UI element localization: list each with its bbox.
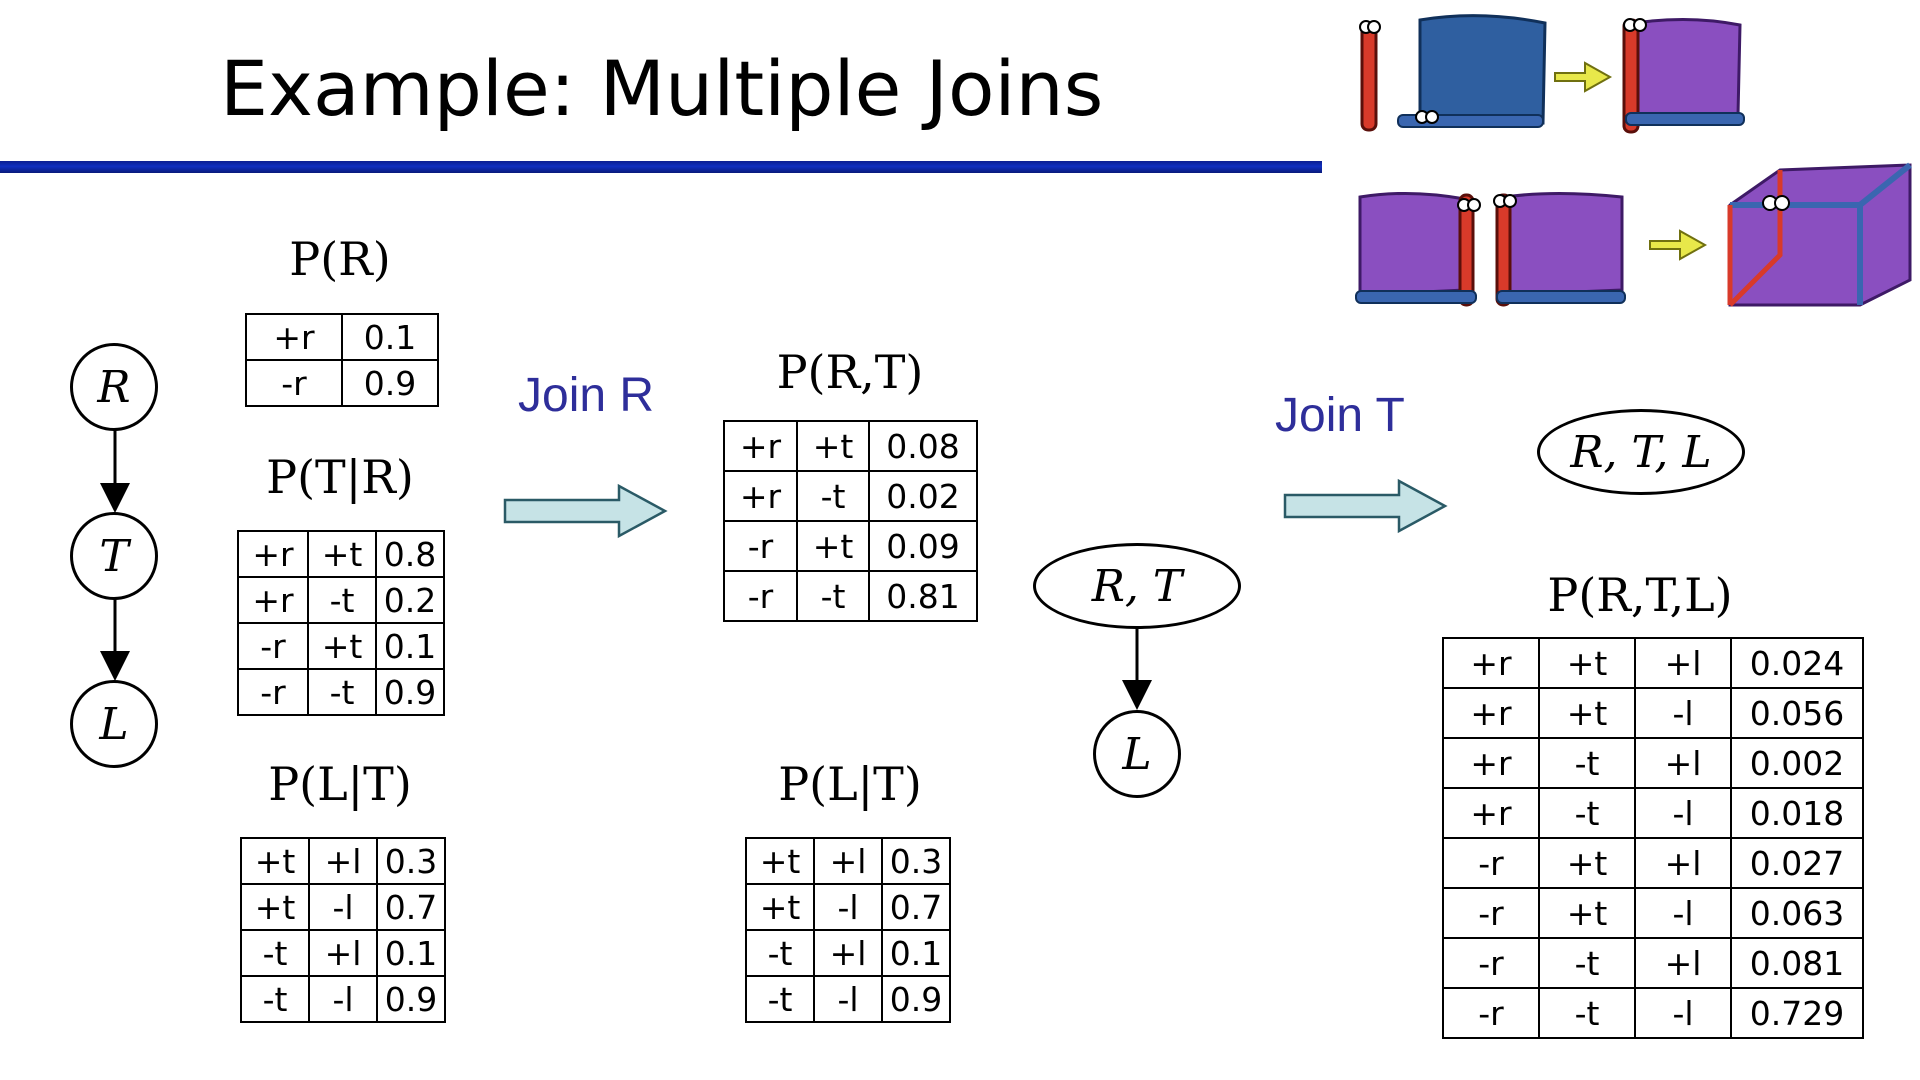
- title-underline: [0, 161, 1322, 173]
- heading-p-t-given-r: P(T|R): [266, 450, 414, 504]
- join-cartoon-illustration: [1355, 14, 1912, 307]
- node-t: T: [70, 512, 158, 600]
- node-r: R: [70, 343, 158, 431]
- slide-title: Example: Multiple Joins: [220, 44, 1104, 133]
- heading-p-r-t-l: P(R,T,L): [1547, 568, 1733, 622]
- node-l: L: [70, 680, 158, 768]
- node-l-mid: L: [1093, 710, 1181, 798]
- heading-p-l-given-t-mid: P(L|T): [778, 757, 922, 811]
- cartoon-variable-stick: [1359, 20, 1381, 132]
- left-network-edges: [100, 425, 130, 681]
- heading-p-r: P(R): [289, 232, 391, 286]
- join-t-arrow: [1283, 478, 1448, 534]
- node-r-t: R, T: [1033, 543, 1241, 629]
- join-r-arrow: [503, 483, 668, 539]
- mid-network-edge: [1122, 622, 1152, 710]
- join-t-label: Join T: [1275, 389, 1405, 442]
- heading-p-r-t: P(R,T): [776, 345, 924, 399]
- node-r-t-l: R, T, L: [1537, 409, 1745, 495]
- heading-p-l-given-t-left: P(L|T): [268, 757, 412, 811]
- join-r-label: Join R: [518, 369, 655, 422]
